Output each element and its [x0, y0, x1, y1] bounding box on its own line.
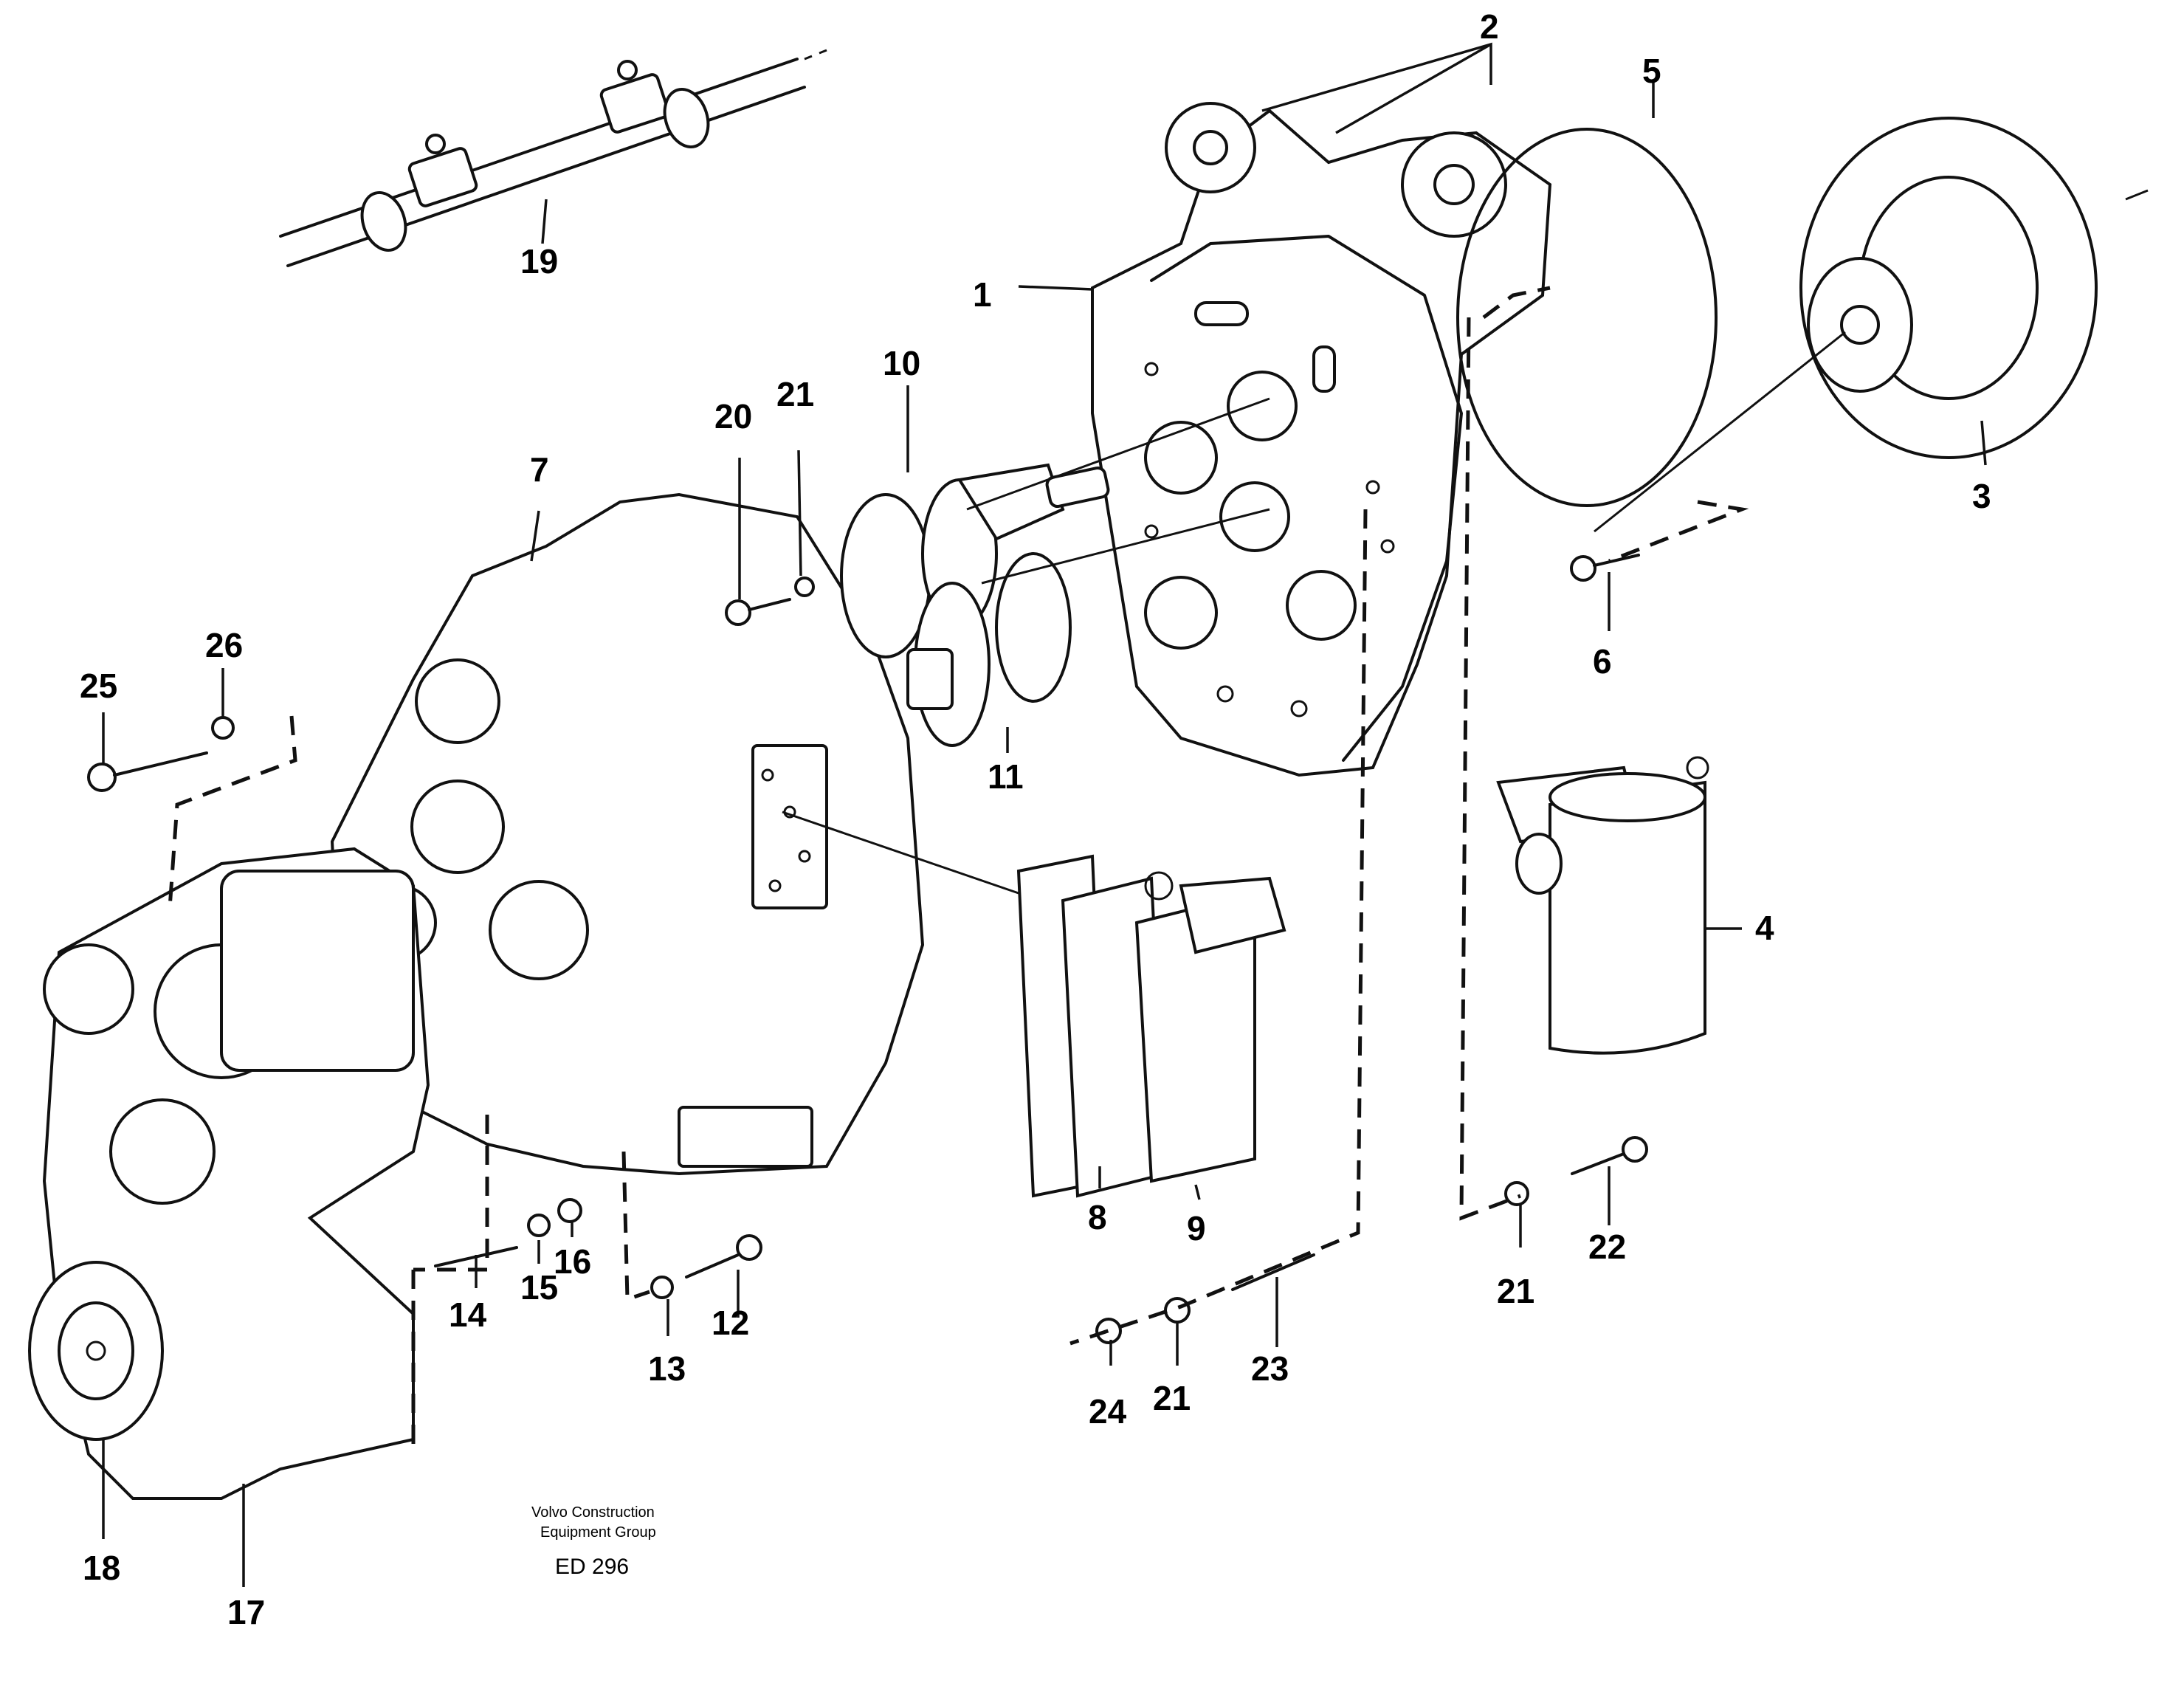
callout-5: 5: [1642, 52, 1661, 90]
callout-14: 14: [449, 1295, 487, 1334]
callout-16: 16: [554, 1242, 591, 1281]
callout-4: 4: [1755, 909, 1774, 947]
callout-12: 12: [712, 1304, 749, 1342]
callout-18: 18: [83, 1549, 120, 1587]
callout-6: 6: [1593, 642, 1612, 681]
credit-block: Volvo Construction Equipment Group ED 29…: [531, 1504, 656, 1579]
callout-21-mid: 21: [1153, 1379, 1191, 1417]
seal-ring-5: [1456, 128, 1718, 507]
callout-19: 19: [520, 242, 558, 281]
callout-25: 25: [80, 667, 117, 705]
callout-20: 20: [714, 397, 752, 436]
callout-10: 10: [883, 344, 920, 382]
converter-drum-3: [1799, 117, 2149, 459]
callout-24: 24: [1089, 1392, 1127, 1431]
credit-line-2: Equipment Group: [540, 1524, 656, 1541]
callout-1: 1: [973, 275, 992, 314]
callout-11: 11: [988, 757, 1024, 796]
filter-canister-4: [1496, 756, 1709, 1055]
callout-2: 2: [1480, 7, 1499, 46]
callout-17: 17: [227, 1593, 265, 1631]
output-flange-18: [28, 1261, 164, 1441]
callout-9: 9: [1187, 1209, 1206, 1248]
pipe-assembly-19: [279, 49, 827, 267]
transmission-case-7: [330, 492, 925, 1176]
callout-23: 23: [1251, 1349, 1289, 1388]
credit-line-1: Volvo Construction: [531, 1504, 655, 1521]
callout-21-top: 21: [776, 375, 814, 413]
callout-21-right: 21: [1497, 1272, 1534, 1310]
leader-lines: [102, 42, 1987, 1587]
main-housing-1: [1091, 102, 1552, 777]
callout-26: 26: [205, 626, 243, 664]
drawing-code: ED 296: [555, 1555, 629, 1579]
callouts: 1 2 3 4 5 6 7 8 9 10 11 12 13 14 15 16 1…: [80, 7, 1991, 1631]
solenoid-block-9: [1134, 871, 1286, 1183]
assembly-lines: [168, 286, 1846, 1447]
callout-8: 8: [1088, 1198, 1107, 1236]
callout-15: 15: [520, 1268, 558, 1307]
gear-shaft-11: [906, 552, 1072, 747]
callout-13: 13: [648, 1349, 686, 1388]
callout-22: 22: [1588, 1228, 1626, 1266]
callout-7: 7: [530, 450, 549, 489]
callout-3: 3: [1972, 477, 1991, 515]
